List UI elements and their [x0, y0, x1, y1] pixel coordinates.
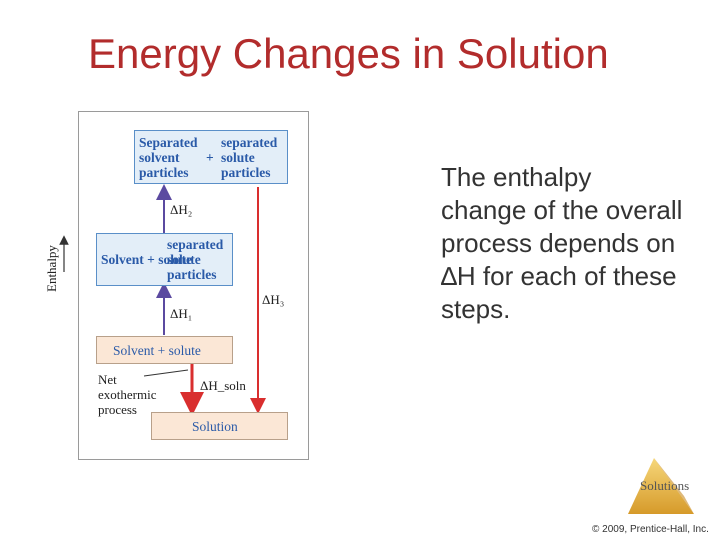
- body-line: change of the overall: [441, 195, 683, 225]
- solvent-solute-box: Solvent + solute: [96, 336, 233, 364]
- body-line: steps.: [441, 294, 511, 324]
- box-line: separated: [221, 135, 278, 150]
- body-line: process depends on: [441, 228, 676, 258]
- plus-operator: +: [206, 150, 214, 165]
- dh3-label: ΔH₃: [262, 292, 285, 307]
- label-line: process: [98, 402, 137, 417]
- box-line: particles: [221, 165, 271, 180]
- slide-title: Energy Changes in Solution: [88, 30, 609, 77]
- solution-box: Solution: [151, 412, 288, 440]
- solvent-separated-solute-box: Solvent + solute separated solute partic…: [96, 233, 233, 286]
- box-line: particles: [167, 267, 217, 282]
- logo-text: Solutions: [640, 478, 690, 493]
- label-line: Net: [98, 372, 117, 387]
- box-line: particles: [139, 165, 189, 180]
- dh2-label: ΔH₂: [170, 202, 193, 217]
- net-exothermic-label: Net exothermic process: [98, 372, 156, 417]
- body-line: The enthalpy: [441, 162, 592, 192]
- body-line: ∆H for each of these: [441, 261, 677, 291]
- slide-body-text: The enthalpy change of the overall proce…: [441, 161, 711, 326]
- box-line: solute: [221, 150, 255, 165]
- net-process-pointer: [143, 369, 189, 377]
- separated-particles-box: Separated solvent particles + separated …: [134, 130, 288, 184]
- solutions-logo-icon: [628, 458, 694, 514]
- label-line: exothermic: [98, 387, 157, 402]
- box-line: Solvent + solute: [113, 343, 201, 358]
- copyright-notice: © 2009, Prentice-Hall, Inc.: [592, 524, 709, 535]
- dh1-label: ΔH₁: [170, 306, 193, 321]
- box-line: Separated: [139, 135, 198, 150]
- box-line: solvent: [139, 150, 180, 165]
- box-line: separated: [167, 237, 224, 252]
- box-line: solute: [167, 252, 201, 267]
- box-line: Solvent + solute: [101, 252, 192, 267]
- dhsoln-label: ΔH_soln: [200, 378, 246, 393]
- box-line: Solution: [192, 419, 238, 434]
